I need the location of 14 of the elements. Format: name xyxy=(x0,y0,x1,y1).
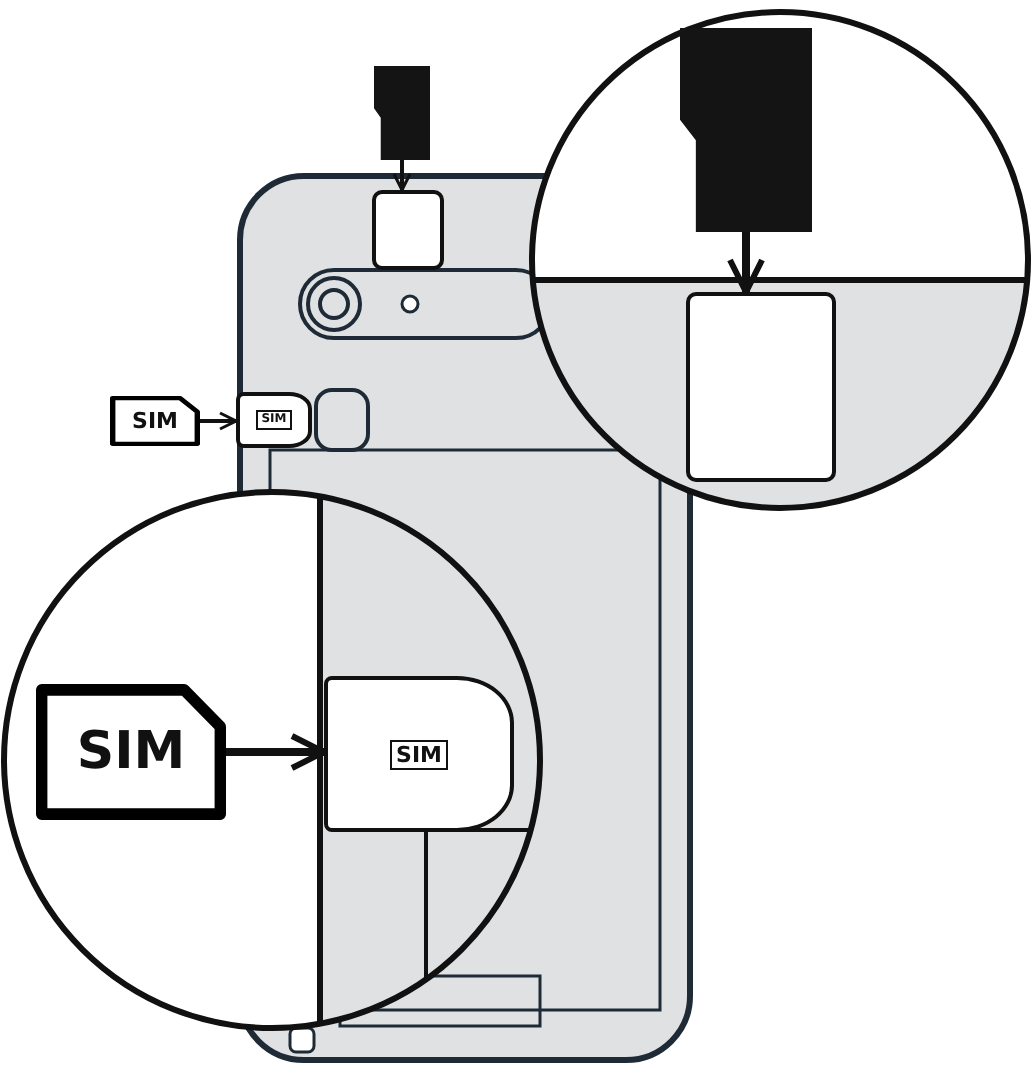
card-slot xyxy=(372,190,444,270)
memory-card xyxy=(374,66,430,160)
card-slot xyxy=(686,292,836,482)
card-label: SIM xyxy=(76,722,186,782)
sim-card xyxy=(110,396,200,446)
sim-card xyxy=(36,684,226,820)
arrow xyxy=(200,411,238,431)
memory-card xyxy=(680,28,812,232)
card-label: SIM xyxy=(132,408,178,434)
card-label: SIM xyxy=(390,739,448,769)
arrow xyxy=(392,160,412,192)
card-slot xyxy=(324,676,514,832)
card-slot xyxy=(236,392,312,448)
arrow xyxy=(727,232,765,295)
